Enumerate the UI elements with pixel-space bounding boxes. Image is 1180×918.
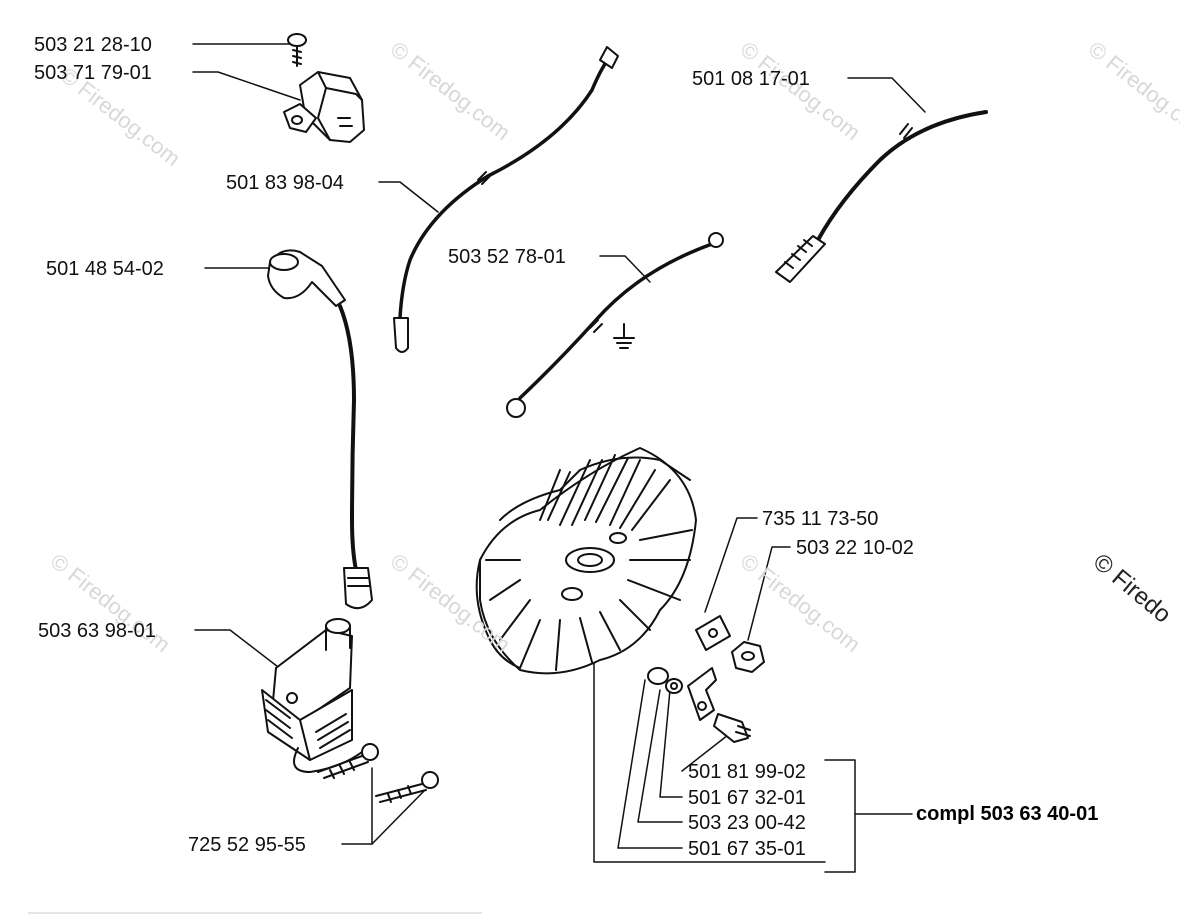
part-label-503-52-78-01: 503 52 78-01 — [448, 246, 566, 268]
part-label-501-08-17-01: 501 08 17-01 — [692, 68, 810, 90]
part-label-503-23-00-42: 503 23 00-42 — [688, 812, 806, 834]
flywheel-part — [475, 447, 697, 675]
leader-lines — [192, 43, 926, 873]
ignition-lead-part — [267, 249, 373, 610]
pawl-assembly-parts — [647, 667, 751, 743]
part-label-735-11-73-50: 735 11 73-50 — [762, 508, 879, 530]
footer-divider — [28, 912, 482, 914]
part-label-501-67-32-01: 501 67 32-01 — [688, 787, 806, 809]
part-label-503-63-98-01: 503 63 98-01 — [38, 620, 156, 642]
part-label-503-21-28-10: 503 21 28-10 — [34, 34, 152, 56]
part-label-501-81-99-02: 501 81 99-02 — [688, 761, 806, 783]
fuel-hose-part — [775, 110, 988, 283]
part-label-503-22-10-02: 503 22 10-02 — [796, 537, 914, 559]
washer-and-nut-parts — [695, 615, 765, 673]
ignition-module-part — [261, 618, 363, 773]
part-label-501-67-35-01: 501 67 35-01 — [688, 838, 806, 860]
module-screws-part — [317, 743, 439, 803]
part-label-501-48-54-02: 501 48 54-02 — [46, 258, 164, 280]
ht-lead-part — [393, 46, 619, 353]
part-label-501-83-98-04: 501 83 98-04 — [226, 172, 344, 194]
part-label-725-52-95-55: 725 52 95-55 — [188, 834, 306, 856]
spark-plug-cap-part — [283, 33, 365, 143]
assembly-label: compl 503 63 40-01 — [916, 803, 1099, 825]
ground-lead-part — [506, 232, 724, 418]
part-label-503-71-79-01: 503 71 79-01 — [34, 62, 152, 84]
